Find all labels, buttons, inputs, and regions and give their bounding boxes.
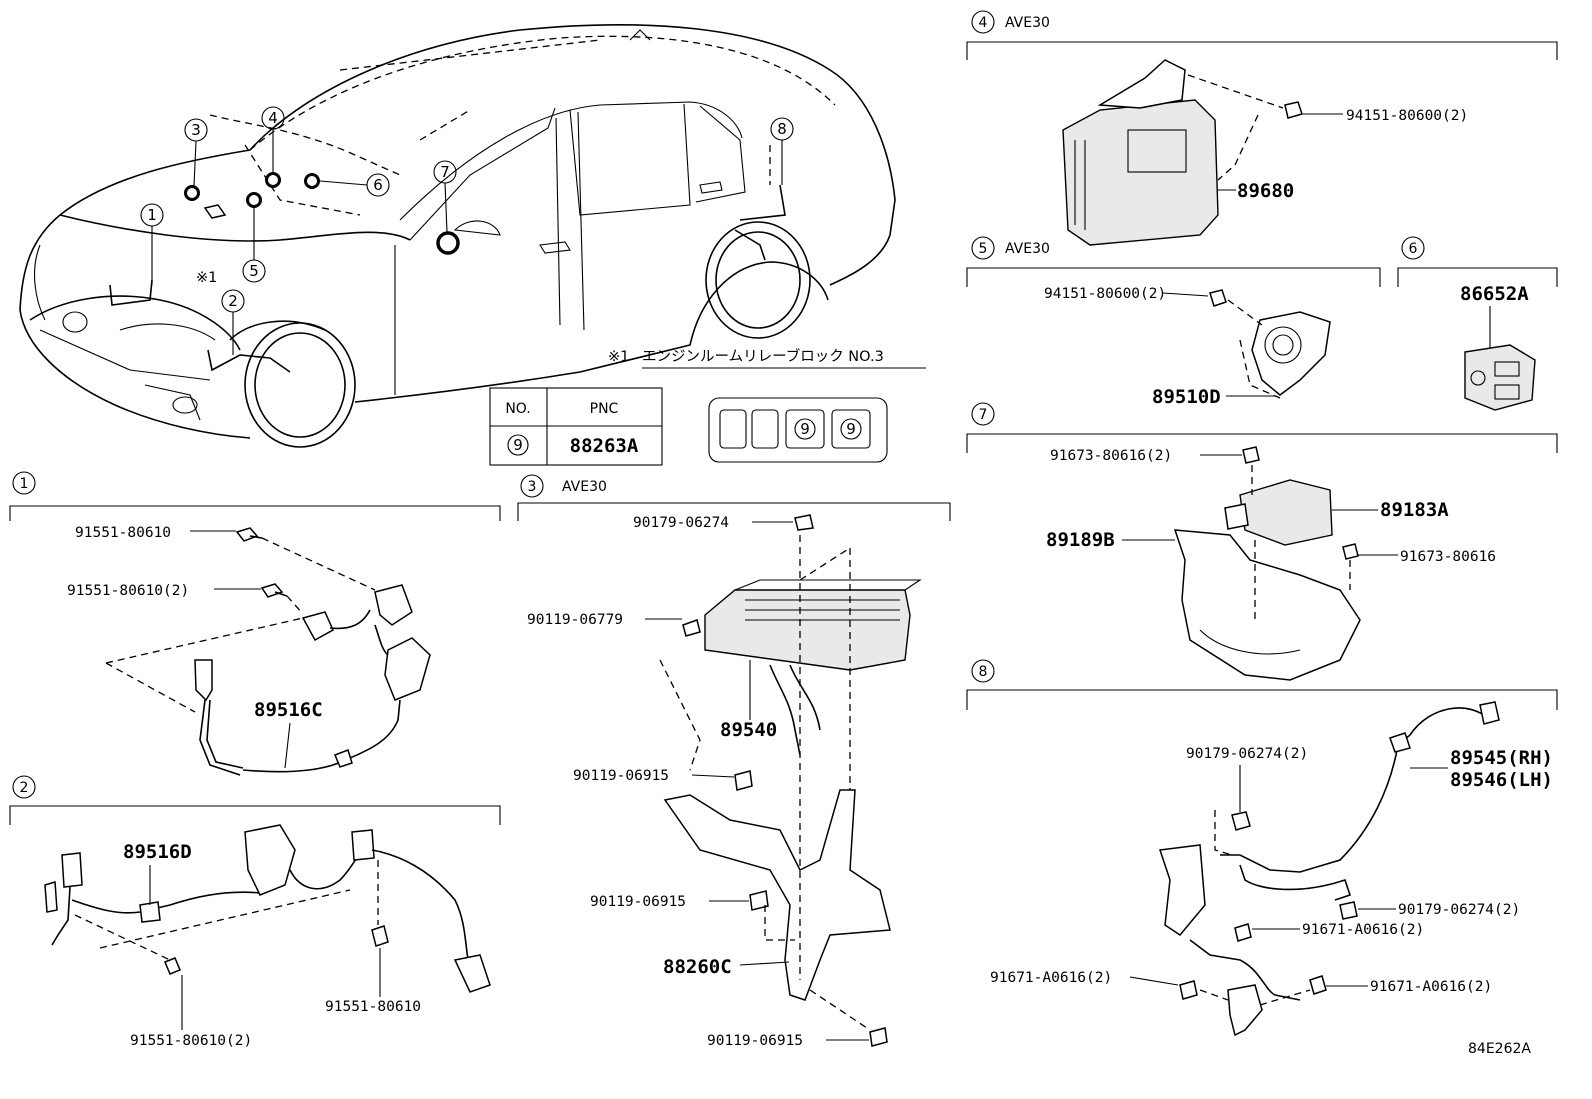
label: 9 [800,420,810,438]
label: PNC [590,401,619,417]
part-number-pnc: 89546(LH) [1450,769,1553,791]
label: 5 [979,241,988,257]
engine-room-note: ※1 エンジンルームリレーブロック NO.3 [608,347,926,369]
callout-2: 2 [221,289,245,355]
part-number-pnc: 86652A [1460,283,1529,305]
label: ※1 [608,349,629,365]
label: 8 [777,120,787,138]
label: AVE30 [1005,241,1050,257]
part-number-pnc: 89516C [254,699,323,721]
label: 8 [979,664,988,680]
label: AVE30 [562,479,607,495]
label: 7 [979,407,988,423]
section-1: 1 91551-80610 91551-80610(2) 89516C [9,471,501,776]
callout-1: 1 [140,203,164,285]
label: 4 [979,15,988,31]
part-number: 91671-A0616(2) [990,970,1112,986]
label: 4 [268,109,278,127]
diagram-code: 84E262A [1468,1041,1531,1057]
part-number: 90119-06779 [527,612,623,628]
label: 5 [249,262,259,280]
part-number: 91551-80610(2) [130,1033,252,1049]
section-7: 7 91673-80616(2) 89183A 89189B 91673-806… [966,402,1558,681]
label: 1 [147,206,157,224]
part-number: 91673-80616 [1400,549,1496,565]
part-number-pnc: 89680 [1237,180,1294,202]
callout-7: 7 [433,160,457,233]
part-number: 90179-06274 [633,515,729,531]
part-number: 91671-A0616(2) [1302,922,1424,938]
relay-box-diagram: 9 9 [708,397,888,463]
part-number: 91551-80610 [75,525,171,541]
section-5: 5 AVE30 94151-80600(2) 89510D [966,236,1381,408]
section-6: 6 86652A [1397,236,1558,411]
label: 7 [440,163,450,181]
part-number-pnc: 89183A [1380,499,1449,521]
label: 1 [20,476,29,492]
part-number: 91671-A0616(2) [1370,979,1492,995]
part-number-pnc: 89545(RH) [1450,747,1553,769]
part-number: 90179-06274(2) [1398,902,1520,918]
pnc-table: NO. PNC 9 88263A [489,387,663,466]
part-number: 90119-06915 [707,1033,803,1049]
callout-6: 6 [319,173,390,197]
label: 9 [513,436,523,454]
part-number: 90179-06274(2) [1186,746,1308,762]
label: 9 [846,420,856,438]
part-number: 91551-80610(2) [67,583,189,599]
car-overview [19,24,896,448]
label: 2 [20,780,29,796]
callout-3: 3 [184,118,208,187]
part-number-pnc: 89516D [123,841,192,863]
label: 3 [528,479,537,495]
label: AVE30 [1005,15,1050,31]
part-number-pnc: 88263A [570,435,639,457]
part-number: 90119-06915 [573,768,669,784]
overview-part-markers [184,172,460,255]
overview-note-mark: ※1 [196,270,217,286]
callout-8: 8 [770,117,794,185]
label: NO. [505,401,530,417]
label: エンジンルームリレーブロック NO.3 [642,347,884,365]
section-3: 3 AVE30 90179-06274 90119-06779 89540 90… [517,474,951,1049]
part-number: 91551-80610 [325,999,421,1015]
part-number: 90119-06915 [590,894,686,910]
part-number: 94151-80600(2) [1346,108,1468,124]
callout-5: 5 [242,207,266,283]
part-number-pnc: 89189B [1046,529,1115,551]
part-number-pnc: 89540 [720,719,777,741]
label: 2 [228,292,238,310]
label: 6 [373,176,383,194]
label: 3 [191,121,201,139]
section-2: 2 89516D 91551-80610 91551-80610(2) [9,775,501,1049]
section-8: 8 90179-06274(2) 89545(RH) 89546(LH) 901… [966,659,1558,1037]
part-number: 91673-80616(2) [1050,448,1172,464]
part-number: 94151-80600(2) [1044,286,1166,302]
label: 6 [1409,241,1418,257]
part-number-pnc: 88260C [663,956,732,978]
section-4: 4 AVE30 94151-80600(2) 89680 [966,10,1558,246]
callout-4: 4 [261,106,285,173]
overview-callouts: 1 2 3 4 5 6 7 8 ※1 [140,106,794,355]
part-number-pnc: 89510D [1152,386,1221,408]
